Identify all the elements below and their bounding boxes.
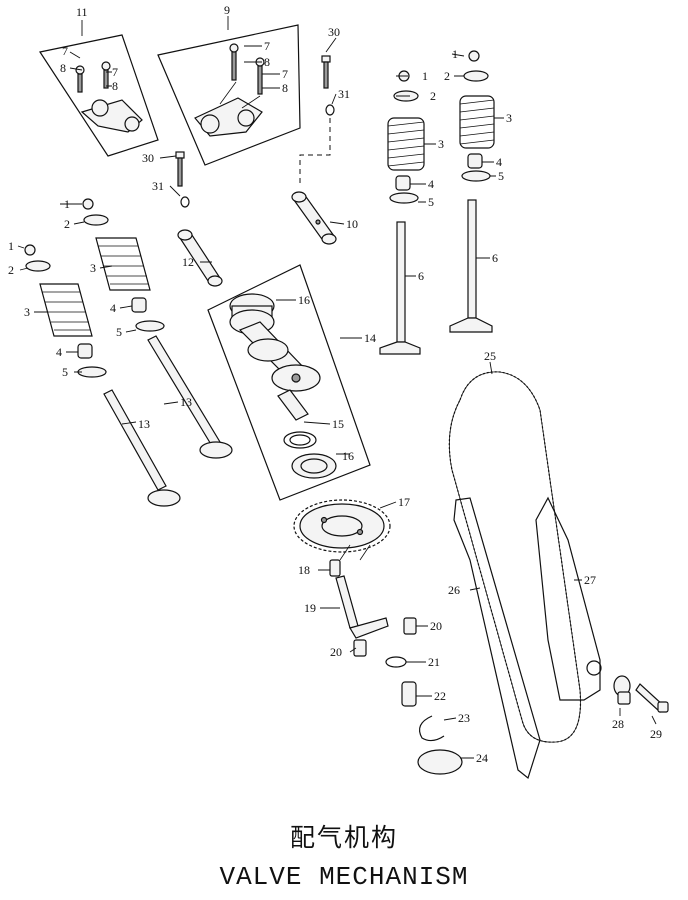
- valve-spring-3-left-b: [39, 283, 93, 337]
- diagram-title-chinese: 配气机构: [289, 823, 398, 852]
- valve-set-left: [24, 198, 233, 507]
- callout-2: 2: [8, 263, 14, 277]
- callout-2: 2: [64, 217, 70, 231]
- callout-4: 4: [56, 345, 62, 359]
- callout-3: 3: [438, 137, 444, 151]
- callout-10: 10: [346, 217, 358, 231]
- callout-2: 2: [430, 89, 436, 103]
- callout-1: 1: [452, 47, 458, 61]
- washer-31-left: [180, 196, 190, 208]
- callout-31: 31: [338, 87, 350, 101]
- valve-spring-3-right-a: [387, 117, 425, 171]
- callout-16: 16: [298, 293, 310, 307]
- callout-4: 4: [428, 177, 434, 191]
- callout-3: 3: [90, 261, 96, 275]
- callout-5: 5: [428, 195, 434, 209]
- camshaft-drawing: [229, 293, 321, 421]
- bolt-30-upper: [321, 55, 331, 89]
- callout-11: 11: [76, 5, 88, 19]
- callout-27: 27: [584, 573, 596, 587]
- callout-4: 4: [496, 155, 502, 169]
- callout-8: 8: [112, 79, 118, 93]
- callout-8: 8: [264, 55, 270, 69]
- callout-5: 5: [116, 325, 122, 339]
- chain-guide-27: [535, 496, 602, 701]
- oil-seal-15: [283, 431, 317, 449]
- callout-1: 1: [8, 239, 14, 253]
- valve-spring-3-left-a: [95, 237, 151, 291]
- chain-guide-26: [453, 497, 541, 780]
- callout-8: 8: [60, 61, 66, 75]
- callout-6: 6: [492, 251, 498, 265]
- leader-lines: [17, 16, 657, 759]
- callout-24: 24: [476, 751, 488, 765]
- callout-26: 26: [448, 583, 460, 597]
- callout-13: 13: [180, 395, 192, 409]
- callout-19: 19: [304, 601, 316, 615]
- callout-18: 18: [298, 563, 310, 577]
- rocker-shaft-10: [291, 191, 337, 245]
- callout-31: 31: [152, 179, 164, 193]
- callout-5: 5: [498, 169, 504, 183]
- callout-17: 17: [398, 495, 410, 509]
- callout-3: 3: [24, 305, 30, 319]
- bearing-16: [291, 453, 337, 479]
- callout-9: 9: [224, 3, 230, 17]
- callout-20: 20: [430, 619, 442, 633]
- valve-spring-3-right-b: [459, 95, 495, 149]
- callout-23: 23: [458, 711, 470, 725]
- rocker-shaft-12: [177, 229, 223, 287]
- washer-31-upper: [325, 104, 335, 116]
- callout-25: 25: [484, 349, 496, 363]
- callout-21: 21: [428, 655, 440, 669]
- bolt-29: [635, 683, 669, 713]
- callout-6: 6: [418, 269, 424, 283]
- callout-7: 7: [264, 39, 270, 53]
- callout-12: 12: [182, 255, 194, 269]
- rocker-arm-assembly-right: [157, 24, 301, 166]
- valve-set-right: [379, 50, 495, 355]
- camshaft-assembly-frame-14: [207, 264, 371, 501]
- callout-8: 8: [282, 81, 288, 95]
- callout-14: 14: [364, 331, 376, 345]
- callout-30: 30: [142, 151, 154, 165]
- callout-1: 1: [64, 197, 70, 211]
- rocker-arm-right-drawing: [194, 43, 265, 137]
- callout-1: 1: [422, 69, 428, 83]
- callout-29: 29: [650, 727, 662, 741]
- callout-28: 28: [612, 717, 624, 731]
- assembly-path-upper: [299, 118, 331, 185]
- callout-30: 30: [328, 25, 340, 39]
- callout-13: 13: [138, 417, 150, 431]
- callout-15: 15: [332, 417, 344, 431]
- callout-7: 7: [62, 44, 68, 58]
- bolt-30-left: [175, 151, 185, 187]
- cam-sprocket-17: [293, 499, 391, 553]
- callout-3: 3: [506, 111, 512, 125]
- diagram-title-english: VALVE MECHANISM: [219, 862, 469, 892]
- timing-chain-25: [448, 371, 582, 743]
- callout-7: 7: [282, 67, 288, 81]
- callout-5: 5: [62, 365, 68, 379]
- callout-labels: 11 9 7 8 7 8 7 8 7 8 30 31 30 31 10 12 1…: [8, 3, 662, 765]
- callout-4: 4: [110, 301, 116, 315]
- rocker-arm-assembly-left: [39, 34, 159, 157]
- rocker-arm-left-drawing: [75, 61, 143, 133]
- callout-16: 16: [342, 449, 354, 463]
- callout-2: 2: [444, 69, 450, 83]
- callout-22: 22: [434, 689, 446, 703]
- decompressor-assembly: [329, 544, 417, 657]
- callout-20: 20: [330, 645, 342, 659]
- tensioner-parts: [385, 656, 463, 775]
- callout-7: 7: [112, 65, 118, 79]
- pivot-bolt-28: [613, 675, 631, 705]
